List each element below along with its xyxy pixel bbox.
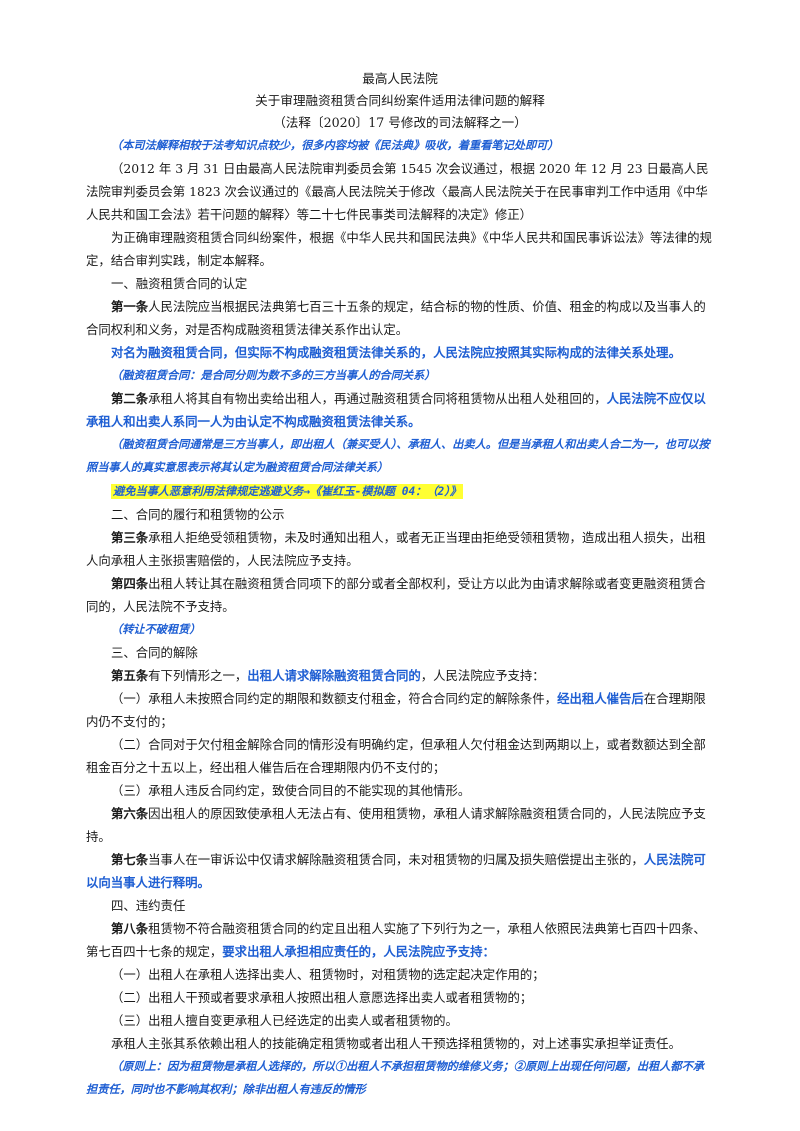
article-8-note: （原则上：因为租赁物是承租人选择的，所以①出租人不承担租赁物的维修义务；②原则上… (86, 1060, 704, 1096)
article-text: 人民法院应当根据民法典第七百三十五条的规定，结合标的物的性质、价值、租金的构成以… (86, 299, 706, 337)
item-highlight-text: 经出租人催告后 (557, 691, 644, 706)
article-label: 第八条 (111, 921, 149, 936)
article-5-item-2: （二）合同对于欠付租金解除合同的情形没有明确约定，但承租人欠付租金达到两期以上，… (86, 737, 706, 775)
article-label: 第三条 (111, 530, 149, 545)
article-label: 第四条 (111, 576, 149, 591)
article-3: 第三条承租人拒绝受领租赁物，未及时通知出租人，或者无正当理由拒绝受领租赁物，造成… (86, 526, 714, 572)
article-highlight-text: 要求出租人承担相应责任的，人民法院应予支持： (222, 944, 495, 959)
article-8-item-2: （二）出租人干预或者要求承租人按照出租人意愿选择出卖人或者租赁物的； (111, 990, 533, 1005)
article-text: 因出租人的原因致使承租人无法占有、使用租赁物，承租人请求解除融资租赁合同的，人民… (86, 806, 706, 844)
court-name: 最高人民法院 (362, 71, 438, 86)
history-paragraph: （2012 年 3 月 31 日由最高人民法院审判委员会第 1545 次会议通过… (86, 161, 709, 222)
article-2-highlight-row: 避免当事人恶意利用法律规定逃避义务→《崔红玉-模拟题 04：（2）》 (86, 479, 714, 503)
section-heading-2: 二、合同的履行和租赁物的公示 (111, 507, 285, 522)
article-text: 承租人拒绝受领租赁物，未及时通知出租人，或者无正当理由拒绝受领租赁物，造成出租人… (86, 530, 706, 568)
article-text: 承租人将其自有物出卖给出租人，再通过融资租赁合同将租赁物从出租人处租回的， (148, 391, 607, 406)
article-6: 第六条因出租人的原因致使承租人无法占有、使用租赁物，承租人请求解除融资租赁合同的… (86, 802, 714, 848)
article-label: 第一条 (111, 299, 149, 314)
article-8-burden-of-proof: 承租人主张其系依赖出租人的技能确定租赁物或者出租人干预选择租赁物的，对上述事实承… (111, 1036, 681, 1051)
article-text: 出租人转让其在融资租赁合同项下的部分或者全部权利，受让方以此为由请求解除或者变更… (86, 576, 706, 614)
article-2-note: （融资租赁合同通常是三方当事人，即出租人（兼买受人）、承租人、出卖人。但是当承租… (86, 438, 710, 474)
article-text-tail: ，人民法院应予支持： (420, 668, 545, 683)
article-7: 第七条当事人在一审诉讼中仅请求解除融资租赁合同，未对租赁物的归属及损失赔偿提出主… (86, 848, 714, 894)
article-8: 第八条租赁物不符合融资租赁合同的约定且出租人实施了下列行为之一，承租人依照民法典… (86, 917, 714, 963)
item-text-tail: 在合理期限内仍不支付的； (86, 691, 706, 729)
article-1-note: 对名为融资租赁合同，但实际不构成融资租赁法律关系的，人民法院应按照其实际构成的法… (111, 345, 681, 360)
section-heading-4: 四、违约责任 (111, 898, 186, 913)
article-4-note: （转让不破租赁） (111, 623, 201, 636)
intro-note: （本司法解释相较于法考知识点较少，很多内容均被《民法典》吸收，着重看笔记处即可） (111, 139, 559, 152)
article-8-item-3: （三）出租人擅自变更承租人已经选定的出卖人或者租赁物的。 (111, 1013, 458, 1028)
document-subtitle: （法释〔2020〕17 号修改的司法解释之一） (273, 115, 527, 130)
article-highlight-text: 人民法院可以向当事人进行释明。 (86, 852, 706, 890)
highlighted-cross-reference: 避免当事人恶意利用法律规定逃避义务→《崔红玉-模拟题 04：（2）》 (111, 484, 464, 499)
document-page: 最高人民法院 关于审理融资租赁合同纠纷案件适用法律问题的解释 （法释〔2020〕… (86, 68, 714, 1101)
article-text: 租赁物不符合融资租赁合同的约定且出租人实施了下列行为之一，承租人依照民法典第七百… (86, 921, 706, 959)
article-label: 第五条 (111, 668, 149, 683)
article-label: 第二条 (111, 391, 149, 406)
article-8-item-1: （一）出租人在承租人选择出卖人、租赁物时，对租赁物的选定起决定作用的； (111, 967, 545, 982)
article-label: 第七条 (111, 852, 149, 867)
preamble-paragraph: 为正确审理融资租赁合同纠纷案件，根据《中华人民共和国民法典》《中华人民共和国民事… (86, 230, 712, 268)
article-5-item-3: （三）承租人违反合同约定，致使合同目的不能实现的其他情形。 (111, 783, 471, 798)
article-text: 当事人在一审诉讼中仅请求解除融资租赁合同，未对租赁物的归属及损失赔偿提出主张的， (148, 852, 644, 867)
document-title: 关于审理融资租赁合同纠纷案件适用法律问题的解释 (255, 93, 545, 108)
article-2: 第二条承租人将其自有物出卖给出租人，再通过融资租赁合同将租赁物从出租人处租回的，… (86, 387, 714, 433)
item-text: （一）承租人未按照合同约定的期限和数额支付租金，符合合同约定的解除条件， (111, 691, 558, 706)
article-1-note-2: （融资租赁合同：是合同分则为数不多的三方当事人的合同关系） (111, 369, 436, 382)
article-label: 第六条 (111, 806, 149, 821)
article-5: 第五条有下列情形之一，出租人请求解除融资租赁合同的，人民法院应予支持： (86, 664, 714, 687)
article-1: 第一条人民法院应当根据民法典第七百三十五条的规定，结合标的物的性质、价值、租金的… (86, 295, 714, 341)
article-4: 第四条出租人转让其在融资租赁合同项下的部分或者全部权利，受让方以此为由请求解除或… (86, 572, 714, 618)
article-5-item-1: （一）承租人未按照合同约定的期限和数额支付租金，符合合同约定的解除条件，经出租人… (86, 687, 714, 733)
section-heading-1: 一、融资租赁合同的认定 (111, 276, 248, 291)
article-text: 有下列情形之一， (148, 668, 248, 683)
article-highlight-text: 人民法院不应仅以承租人和出卖人系同一人为由认定不构成融资租赁法律关系。 (86, 391, 706, 429)
section-heading-3: 三、合同的解除 (111, 645, 198, 660)
article-highlight-text: 出租人请求解除融资租赁合同的 (247, 668, 421, 683)
